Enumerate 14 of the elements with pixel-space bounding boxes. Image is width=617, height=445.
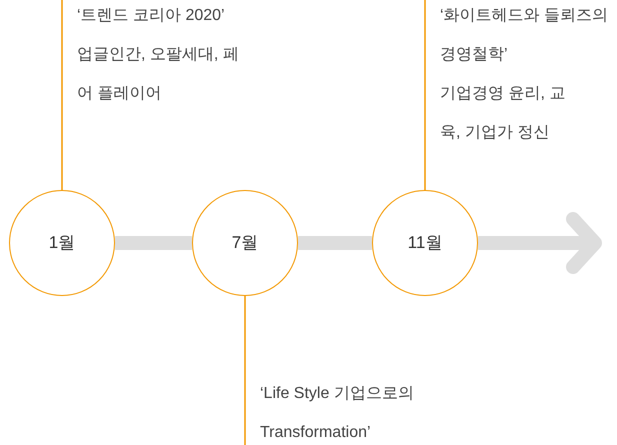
event-description: 기업경영 윤리, 교육, 기업가 정신 xyxy=(440,84,566,143)
leader-line xyxy=(424,0,426,190)
event-title: ‘트렌드 코리아 2020’ xyxy=(77,6,226,26)
timeline-bar xyxy=(298,236,372,250)
event-description: 업글인간, 오팔세대, 페어 플레이어 xyxy=(77,45,240,104)
leader-line xyxy=(244,296,246,445)
leader-line xyxy=(61,0,63,190)
event-title: ‘Life Style 기업으로의 Transformation’ xyxy=(260,384,415,443)
timeline-bar xyxy=(478,212,602,274)
event-title: ‘화이트헤드와 들뢰즈의 경영철학’ xyxy=(440,6,608,65)
month-label: 11월 xyxy=(408,232,442,254)
month-label: 7월 xyxy=(232,232,258,254)
timeline-bar xyxy=(115,236,192,250)
month-label: 1월 xyxy=(48,232,76,254)
